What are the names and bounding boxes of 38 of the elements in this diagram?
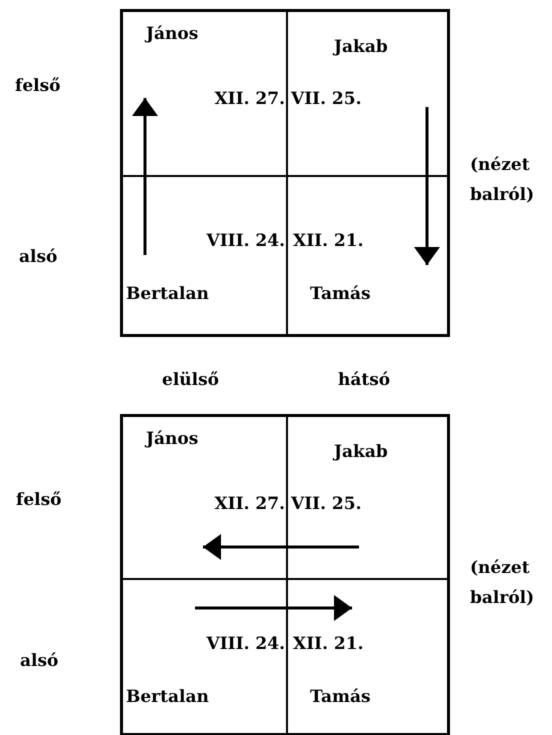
date-text: VIII. 24. (206, 230, 285, 252)
date-text: XII. 21. (293, 633, 364, 655)
column-label: hátsó (338, 369, 390, 391)
row-label: alsó (19, 246, 58, 268)
table-cell (122, 416, 287, 579)
name-text: Tamás (310, 686, 371, 708)
name-text: Jakab (334, 441, 388, 463)
date-text: VII. 25. (291, 88, 362, 110)
date-text: VIII. 24. (206, 633, 285, 655)
arrow (195, 595, 352, 621)
arrow (203, 534, 359, 560)
date-text: VII. 25. (291, 493, 362, 515)
row-label: felső (16, 489, 62, 511)
row-label: felső (15, 75, 60, 97)
table-cell (287, 416, 448, 579)
table-cell (122, 176, 287, 335)
name-text: János (146, 23, 198, 45)
name-text: Bertalan (126, 686, 209, 708)
column-label: elülső (162, 369, 220, 391)
table-cell (122, 579, 287, 734)
arrow (414, 107, 440, 265)
name-text: János (146, 428, 198, 450)
name-text: Bertalan (126, 283, 209, 305)
name-text: Jakab (334, 36, 388, 58)
view-note: (nézet balról) (470, 154, 536, 207)
table-cell (287, 176, 448, 335)
date-text: XII. 27. (214, 88, 285, 110)
arrow (132, 98, 158, 255)
table-grid (120, 9, 450, 337)
name-text: Tamás (310, 283, 371, 305)
table-cell (122, 11, 287, 176)
date-text: XII. 21. (293, 230, 364, 252)
table-grid (120, 414, 450, 735)
view-note: (nézet balról) (470, 557, 536, 610)
row-label: alsó (20, 650, 58, 672)
table-cell (287, 579, 448, 734)
date-text: XII. 27. (214, 493, 285, 515)
table-cell (287, 11, 448, 176)
